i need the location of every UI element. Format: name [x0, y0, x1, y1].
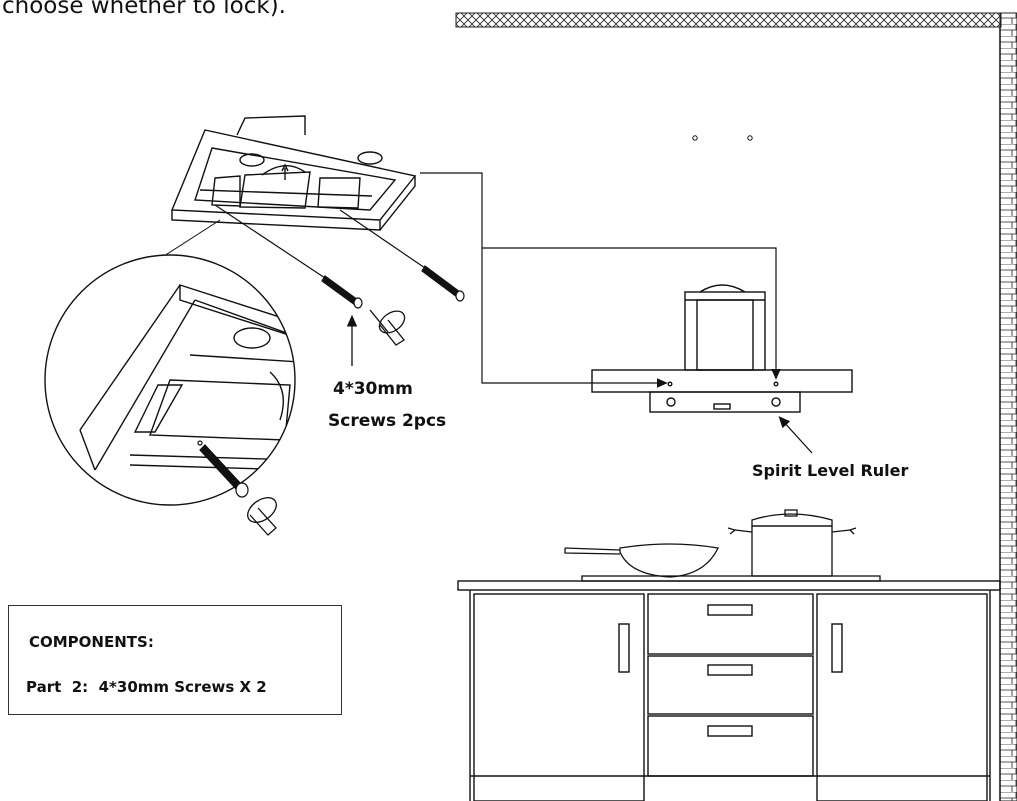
wall-hole-right: [747, 135, 753, 141]
screw-left: [214, 204, 363, 309]
components-title: COMPONENTS:: [29, 633, 154, 651]
ceiling-hatch: [455, 12, 1002, 28]
wok-icon: [564, 543, 719, 578]
cooktop: [581, 575, 881, 582]
screwdriver-icon: [369, 309, 406, 346]
components-box: COMPONENTS: Part 2: 4*30mm Screws X 2: [8, 605, 342, 715]
wall-hole-left: [692, 135, 698, 141]
detail-screw: [197, 440, 249, 498]
range-hood-top: [170, 115, 417, 231]
kitchen-cabinet: [457, 580, 1001, 801]
components-item: Part 2: 4*30mm Screws X 2: [26, 678, 267, 696]
screws-label-line1: 4*30mm: [333, 379, 413, 399]
spirit-level-arrow: [778, 416, 813, 454]
spirit-level-label: Spirit Level Ruler: [752, 461, 908, 480]
screws-label-line2: Screws 2pcs: [328, 411, 446, 431]
screw-right: [339, 209, 465, 302]
brick-wall: [999, 12, 1017, 801]
pot-icon: [727, 509, 857, 577]
range-hood-mounted: [591, 284, 853, 413]
leader-line-right: [482, 247, 781, 380]
leader-line-left: [420, 172, 668, 388]
detail-screwdriver-icon: [247, 497, 277, 536]
intro-text: choose whether to lock).: [2, 0, 286, 19]
